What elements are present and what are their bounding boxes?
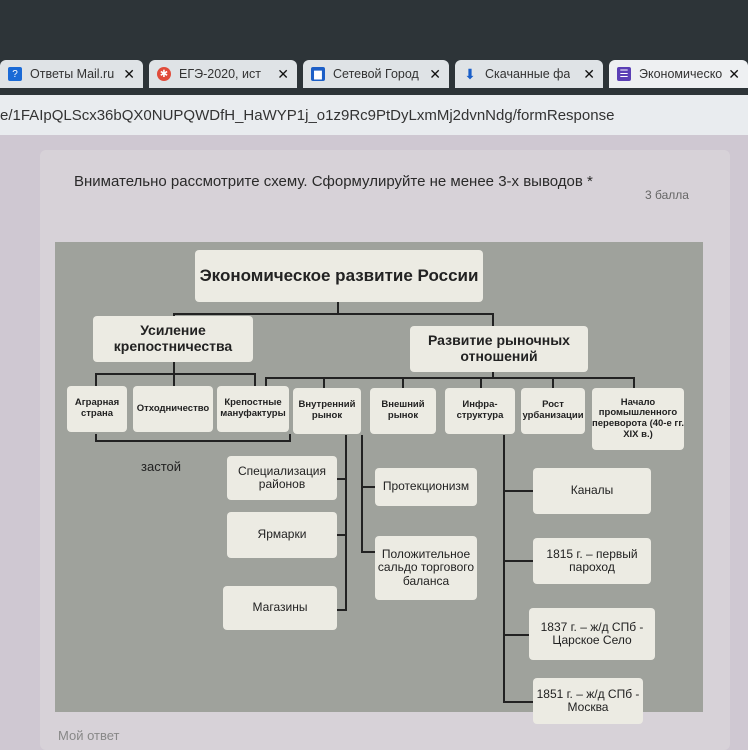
connector	[337, 478, 347, 480]
address-bar[interactable]	[0, 95, 748, 135]
tab-ege-2020[interactable]: ✱ ЕГЭ-2020, ист ✕	[149, 60, 297, 88]
connector	[503, 634, 533, 636]
internal-specialization: Специализация районов	[227, 456, 337, 500]
forms-icon: ☰	[617, 67, 631, 81]
points-label: 3 балла	[645, 188, 689, 202]
connector	[337, 534, 347, 536]
close-icon[interactable]: ✕	[728, 65, 740, 82]
tab-downloads[interactable]: ⬇ Скачанные фа ✕	[455, 60, 603, 88]
answer-input[interactable]: Мой ответ	[58, 728, 120, 743]
item-agrarian: Аграрная страна	[67, 386, 127, 432]
connector	[552, 377, 554, 389]
connector	[480, 377, 482, 389]
internal-fairs: Ярмарки	[227, 512, 337, 558]
external-positive-balance: Положительное сальдо торгового баланса	[375, 536, 477, 600]
tab-label: Экономическо	[639, 67, 723, 81]
connector	[173, 373, 175, 387]
connector	[173, 313, 493, 315]
item-otkhodnichestvo: Отходничество	[133, 386, 213, 432]
item-infrastructure: Инфра- структура	[445, 388, 515, 434]
infra-railway-tsarskoe-selo: 1837 г. – ж/д СПб - Царское Село	[529, 608, 655, 660]
tab-label: ЕГЭ-2020, ист	[179, 67, 261, 81]
brace	[95, 434, 97, 442]
connector	[503, 435, 505, 703]
close-icon[interactable]: ✕	[583, 65, 595, 82]
download-icon: ⬇	[464, 65, 476, 82]
connector	[361, 486, 375, 488]
close-icon[interactable]: ✕	[429, 65, 441, 82]
brace	[95, 440, 291, 442]
connector	[323, 377, 325, 389]
branch-serfdom: Усиление крепостничества	[93, 316, 253, 362]
connector	[337, 300, 339, 314]
connector	[633, 377, 635, 389]
item-external-market: Внешний рынок	[370, 388, 436, 434]
tab-label: Скачанные фа	[485, 67, 571, 81]
connector	[361, 551, 375, 553]
close-icon[interactable]: ✕	[277, 65, 289, 82]
close-icon[interactable]: ✕	[123, 65, 135, 82]
tab-network-city[interactable]: ▆ Сетевой Город ✕	[303, 60, 449, 88]
infra-canals: Каналы	[533, 468, 651, 514]
tab-otvety-mailru[interactable]: ? Ответы Mail.ru ✕	[0, 60, 143, 88]
connector	[254, 373, 256, 387]
connector	[337, 609, 347, 611]
connector	[345, 435, 347, 611]
connector	[361, 435, 363, 553]
question-text: Внимательно рассмотрите схему. Сформулир…	[74, 173, 593, 190]
connector	[503, 490, 533, 492]
tab-label: Ответы Mail.ru	[30, 67, 115, 81]
mailru-icon: ?	[8, 67, 22, 81]
diagram-title: Экономическое развитие России	[195, 250, 483, 302]
brace	[289, 434, 291, 442]
item-serf-manufactories: Крепостные мануфактуры	[217, 386, 289, 432]
connector	[503, 701, 533, 703]
connector	[402, 377, 404, 389]
connector	[492, 313, 494, 329]
scheme-image: Экономическое развитие России Усиление к…	[55, 242, 703, 724]
infra-railway-moscow: 1851 г. – ж/д СПб - Москва	[533, 678, 643, 724]
connector	[95, 373, 97, 387]
internal-shops: Магазины	[223, 586, 337, 630]
external-protectionism: Протекционизм	[375, 468, 477, 506]
infra-first-steamship: 1815 г. – первый пароход	[533, 538, 651, 584]
tab-economic-form[interactable]: ☰ Экономическо ✕	[609, 60, 748, 88]
url-text[interactable]: e/1FAIpQLScx36bQX0NUPQWDfH_HaWYP1j_o1z9R…	[0, 107, 615, 124]
tab-label: Сетевой Город	[333, 67, 419, 81]
item-urbanization: Рост урбанизации	[521, 388, 585, 434]
branch-market: Развитие рыночных отношений	[410, 326, 588, 372]
item-industrial-revolution: Начало промышленного переворота (40-е гг…	[592, 388, 684, 450]
ege-icon: ✱	[157, 67, 171, 81]
stagnation-label: застой	[141, 459, 181, 474]
connector	[265, 377, 635, 379]
connector	[95, 373, 255, 375]
item-internal-market: Внутренний рынок	[293, 388, 361, 434]
connector	[265, 377, 267, 389]
connector	[173, 360, 175, 374]
connector	[492, 370, 494, 378]
connector	[503, 560, 533, 562]
city-icon: ▆	[311, 67, 325, 81]
